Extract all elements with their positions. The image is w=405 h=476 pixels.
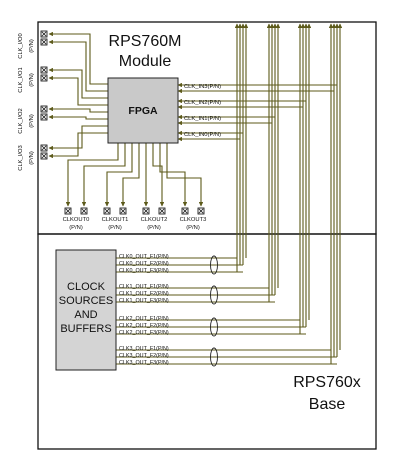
clk3-f2-label: CLK3_OUT_F2(P/N) (119, 353, 169, 359)
clk-io-wire-3 (48, 75, 108, 106)
module-title-line2: Module (119, 53, 172, 70)
clk1-f1-label: CLK1_OUT_F1(P/N) (119, 284, 169, 290)
clk2-f2-label: CLK2_OUT_F2(P/N) (119, 323, 169, 329)
clk-io-wire-2 (48, 67, 108, 99)
clkout-wire-0 (65, 143, 119, 207)
clk1-f3-label: CLK1_OUT_F3(P/N) (119, 298, 169, 304)
clkout-wire-3 (120, 143, 140, 207)
clkout-wire-7 (166, 143, 204, 207)
clk-io-2-name: CLK_I/O2 (18, 108, 24, 133)
signal-wires (48, 23, 343, 367)
clkout-pin-2 (103, 207, 111, 215)
clk-io-wire-6 (48, 125, 108, 151)
clk3-f1-label: CLK3_OUT_F1(P/N) (119, 346, 169, 352)
clkout-1-name: CLKOUT1 (102, 217, 129, 223)
clkout-wire-2 (104, 143, 133, 207)
clk-io-wire-4 (48, 106, 108, 113)
clkout-pin-3 (119, 207, 127, 215)
clk-in-0-label: CLK_IN0(P/N) (184, 132, 221, 138)
clk-in-labels: CLK_IN3(P/N) CLK_IN2(P/N) CLK_IN1(P/N) C… (184, 84, 221, 138)
clk-io-0-pn: (P/N) (29, 39, 35, 53)
clk-io-pin-4 (40, 105, 48, 113)
clk-in-3-label: CLK_IN3(P/N) (184, 84, 221, 90)
clkout-pin-1 (80, 207, 88, 215)
clk-io-wire-5 (48, 114, 108, 120)
clkout-labels: CLKOUT0 (P/N) CLKOUT1 (P/N) CLKOUT2 (P/N… (63, 217, 207, 231)
clk-io-wire-7 (48, 132, 108, 159)
module-title-line1: RPS760M (109, 33, 182, 50)
clk0-f2-label: CLK0_OUT_F2(P/N) (119, 261, 169, 267)
clk-io-3-name: CLK_I/O3 (18, 145, 24, 170)
fpga-chip (107, 77, 179, 144)
diff-pair-ellipse-2 (210, 317, 218, 337)
module-box (37, 21, 377, 235)
clk-io-pin-2 (40, 66, 48, 74)
clk-io-1-name: CLK_I/O1 (18, 67, 24, 92)
clock-block-line4: BUFFERS (60, 323, 111, 335)
clock-block-line2: SOURCES (59, 295, 113, 307)
clk-io-labels: CLK_I/O0 (P/N) CLK_I/O1 (P/N) CLK_I/O2 (… (18, 33, 35, 170)
base-title-line2: Base (309, 396, 346, 413)
clkout-wire-1 (81, 143, 126, 207)
clk-io-wire-1 (48, 39, 108, 92)
clkout-2-name: CLKOUT2 (141, 217, 168, 223)
clkout-2-pn: (P/N) (147, 225, 161, 231)
clk-io-0-name: CLK_I/O0 (18, 33, 24, 58)
buffer-output-labels: CLK0_OUT_F1(P/N) CLK0_OUT_F2(P/N) CLK0_O… (119, 254, 169, 366)
base-box (37, 233, 377, 450)
clkout-pin-7 (197, 207, 205, 215)
clkout-1-pn: (P/N) (108, 225, 122, 231)
fpga-label: FPGA (128, 105, 158, 117)
diff-pair-ellipse-0 (210, 255, 218, 275)
clk-io-2-pn: (P/N) (29, 114, 35, 128)
clock-block-line3: AND (74, 309, 97, 321)
clk-io-wire-0 (48, 31, 108, 85)
clk-in-2-label: CLK_IN2(P/N) (184, 100, 221, 106)
clk-in-1-label: CLK_IN1(P/N) (184, 116, 221, 122)
diff-pair-ellipse-3 (210, 347, 218, 367)
clkout-0-name: CLKOUT0 (63, 217, 90, 223)
clkout-wire-6 (159, 143, 188, 207)
clkout-3-pn: (P/N) (186, 225, 200, 231)
clk0-f1-label: CLK0_OUT_F1(P/N) (119, 254, 169, 260)
clk-io-pin-5 (40, 113, 48, 121)
clkout-pin-6 (181, 207, 189, 215)
clk-io-pin-3 (40, 74, 48, 82)
clk2-f1-label: CLK2_OUT_F1(P/N) (119, 316, 169, 322)
clkout-pin-5 (158, 207, 166, 215)
clk-io-pin-7 (40, 152, 48, 160)
clkout-pin-0 (64, 207, 72, 215)
clk3-f3-label: CLK3_OUT_F3(P/N) (119, 360, 169, 366)
clk-io-pin-6 (40, 144, 48, 152)
clk-io-pin-0 (40, 30, 48, 38)
base-title-line1: RPS760x (293, 374, 361, 391)
clk-io-1-pn: (P/N) (29, 73, 35, 87)
clock-block-line1: CLOCK (67, 281, 106, 293)
clk0-f3-label: CLK0_OUT_F3(P/N) (119, 268, 169, 274)
clock-sources-block (55, 249, 117, 371)
clkout-3-name: CLKOUT3 (180, 217, 207, 223)
connector-pins (40, 30, 205, 215)
clk-io-pin-1 (40, 38, 48, 46)
diff-pair-ellipse-1 (210, 285, 218, 305)
clk-io-3-pn: (P/N) (29, 151, 35, 165)
clkout-0-pn: (P/N) (69, 225, 83, 231)
clk1-f2-label: CLK1_OUT_F2(P/N) (119, 291, 169, 297)
clkout-wire-5 (152, 143, 165, 207)
clkout-pin-4 (142, 207, 150, 215)
clk2-f3-label: CLK2_OUT_F3(P/N) (119, 330, 169, 336)
